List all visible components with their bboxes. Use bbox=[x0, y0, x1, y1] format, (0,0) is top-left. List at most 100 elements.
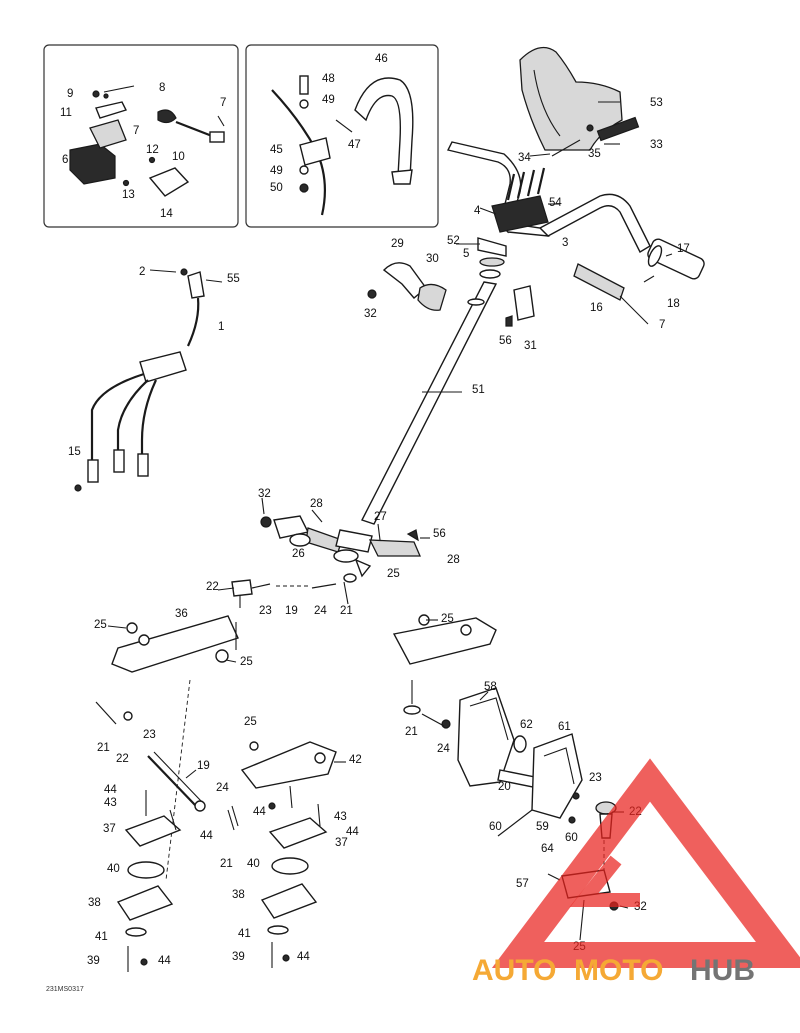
callout-34: 34 bbox=[518, 152, 531, 164]
callout-24: 24 bbox=[437, 743, 450, 755]
callout-60: 60 bbox=[565, 832, 578, 844]
callout-39: 39 bbox=[232, 951, 245, 963]
bracket-59-61 bbox=[497, 733, 583, 837]
callout-44: 44 bbox=[158, 955, 171, 967]
callout-38: 38 bbox=[232, 889, 245, 901]
callout-61: 61 bbox=[558, 721, 571, 733]
callout-49: 49 bbox=[270, 165, 283, 177]
callout-55: 55 bbox=[227, 273, 240, 285]
lower-stack-left bbox=[116, 790, 182, 972]
callout-17: 17 bbox=[677, 243, 690, 255]
steering-column-51 bbox=[361, 237, 507, 525]
watermark-word-auto: AUTO bbox=[472, 954, 556, 987]
inset-frame-throttle bbox=[245, 44, 439, 228]
callout-24: 24 bbox=[314, 605, 327, 617]
callout-49: 49 bbox=[322, 94, 335, 106]
callout-44: 44 bbox=[104, 784, 117, 796]
callout-25: 25 bbox=[441, 613, 454, 625]
handlebar-3 bbox=[446, 141, 705, 280]
callout-33: 33 bbox=[650, 139, 663, 151]
handlebar-clamp-group bbox=[479, 167, 560, 233]
callout-3: 3 bbox=[562, 237, 568, 249]
callout-32: 32 bbox=[258, 488, 271, 500]
gear-box-58-shaft-20 bbox=[421, 687, 561, 793]
callout-24: 24 bbox=[216, 782, 229, 794]
automotohub-watermark: AUTO MOTO HUB bbox=[472, 758, 800, 987]
callout-45: 45 bbox=[270, 144, 283, 156]
callout-60: 60 bbox=[489, 821, 502, 833]
callout-8: 8 bbox=[159, 82, 165, 94]
callout-7: 7 bbox=[220, 97, 226, 109]
callout-58: 58 bbox=[484, 681, 497, 693]
callout-42: 42 bbox=[349, 754, 362, 766]
callout-37: 37 bbox=[103, 823, 116, 835]
watermark-word-moto: MOTO bbox=[574, 954, 663, 987]
watermark-triangle-inner bbox=[569, 855, 640, 907]
callout-25: 25 bbox=[244, 716, 257, 728]
callout-50: 50 bbox=[270, 182, 283, 194]
callout-7: 7 bbox=[659, 319, 665, 331]
callout-22: 22 bbox=[116, 753, 129, 765]
lower-stack-right bbox=[260, 785, 328, 968]
callout-13: 13 bbox=[122, 189, 135, 201]
inset-frame-switch bbox=[43, 44, 239, 228]
callout-41: 41 bbox=[95, 931, 108, 943]
callout-64: 64 bbox=[541, 843, 554, 855]
tie-rod-19 bbox=[95, 679, 239, 881]
callout-28: 28 bbox=[447, 554, 460, 566]
callout-19: 19 bbox=[197, 760, 210, 772]
callout-29: 29 bbox=[391, 238, 404, 250]
callout-32: 32 bbox=[364, 308, 377, 320]
callout-20: 20 bbox=[498, 781, 511, 793]
callout-25: 25 bbox=[387, 568, 400, 580]
grip-16-18 bbox=[573, 263, 655, 325]
figure-code: 231MS0317 bbox=[46, 986, 84, 993]
callout-56: 56 bbox=[433, 528, 446, 540]
callout-4: 4 bbox=[474, 205, 481, 217]
callout-5: 5 bbox=[463, 248, 469, 260]
callout-37: 37 bbox=[335, 837, 348, 849]
leader-lines bbox=[107, 101, 673, 909]
callout-59: 59 bbox=[536, 821, 549, 833]
callout-21: 21 bbox=[220, 858, 233, 870]
callout-10: 10 bbox=[172, 151, 185, 163]
callout-23: 23 bbox=[589, 772, 602, 784]
callout-52: 52 bbox=[447, 235, 460, 247]
callout-23: 23 bbox=[143, 729, 156, 741]
callout-46: 46 bbox=[375, 53, 388, 65]
tie-rod-upper bbox=[231, 573, 357, 608]
callout-18: 18 bbox=[667, 298, 680, 310]
callout-44: 44 bbox=[297, 951, 310, 963]
callout-41: 41 bbox=[238, 928, 251, 940]
callout-21: 21 bbox=[405, 726, 418, 738]
callout-25: 25 bbox=[240, 656, 253, 668]
callout-38: 38 bbox=[88, 897, 101, 909]
callout-25: 25 bbox=[94, 619, 107, 631]
watermark-word-hub: HUB bbox=[690, 954, 755, 987]
steering-plate-42 bbox=[240, 741, 337, 789]
callout-40: 40 bbox=[247, 858, 260, 870]
callout-53: 53 bbox=[650, 97, 663, 109]
callout-1: 1 bbox=[218, 321, 224, 333]
callout-26: 26 bbox=[292, 548, 305, 560]
steering-plate-36 bbox=[111, 615, 239, 673]
callout-36: 36 bbox=[175, 608, 188, 620]
callout-12: 12 bbox=[146, 144, 159, 156]
callout-23: 23 bbox=[259, 605, 272, 617]
bracket-31 bbox=[505, 285, 535, 327]
callout-6: 6 bbox=[62, 154, 68, 166]
callout-48: 48 bbox=[322, 73, 335, 85]
callout-57: 57 bbox=[516, 878, 529, 890]
callout-15: 15 bbox=[68, 446, 81, 458]
callout-27: 27 bbox=[374, 511, 387, 523]
watermark-triangle bbox=[491, 758, 800, 968]
callout-40: 40 bbox=[107, 863, 120, 875]
callout-39: 39 bbox=[87, 955, 100, 967]
callout-19: 19 bbox=[285, 605, 298, 617]
switch-housing-group bbox=[69, 85, 225, 197]
callout-7: 7 bbox=[133, 125, 139, 137]
callout-21: 21 bbox=[340, 605, 353, 617]
steering-plate-right bbox=[392, 614, 497, 715]
callout-22: 22 bbox=[206, 581, 219, 593]
callout-30: 30 bbox=[426, 253, 439, 265]
